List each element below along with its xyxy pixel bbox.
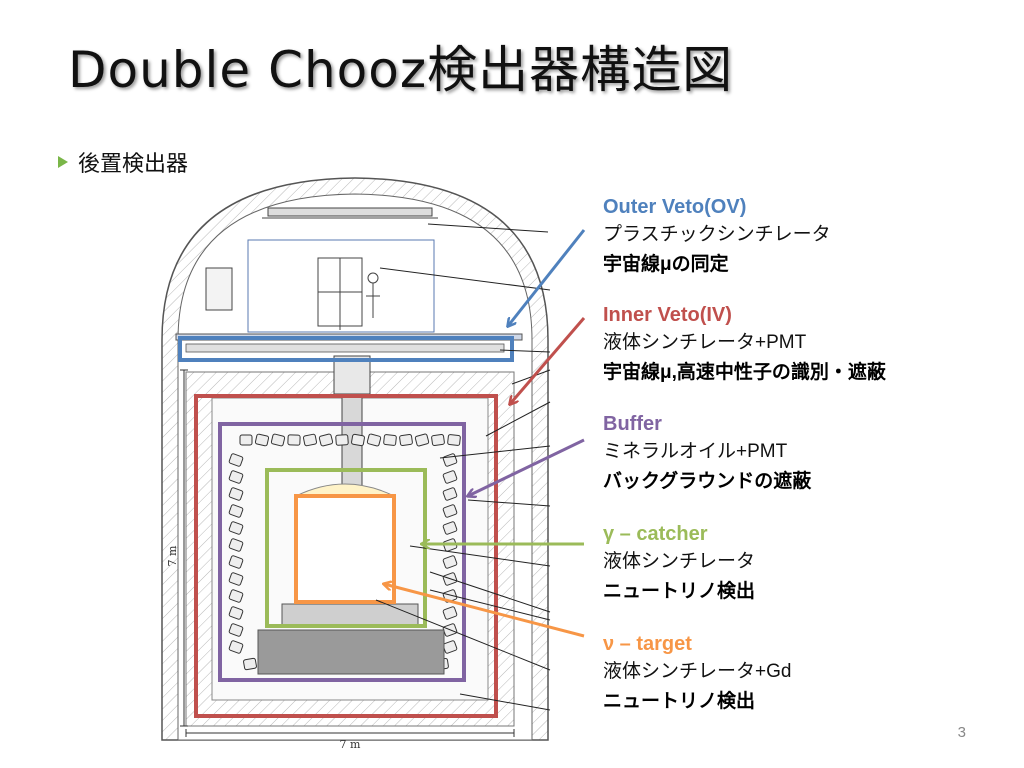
pmt-icon [399, 433, 413, 447]
pmt-icon [243, 657, 257, 671]
page-title: Double Chooz検出器構造図 [68, 41, 734, 99]
buffer-name: Buffer [603, 413, 662, 435]
pmt-icon [442, 504, 458, 518]
iv-name: Inner Veto(IV) [603, 304, 732, 326]
iv-role: 宇宙線μ,高速中性子の識別・遮蔽 [603, 362, 886, 383]
pmt-icon [254, 433, 270, 447]
iv-label: Inner Veto(IV) 液体シンチレータ+PMT 宇宙線μ,高速中性子の識… [603, 302, 886, 388]
width-dimension-label: 7 m [340, 738, 361, 751]
gamma-material: 液体シンチレータ [603, 551, 756, 572]
pmt-icon [287, 434, 301, 446]
gamma-name: γ – catcher [603, 523, 708, 545]
pmt-icon [228, 640, 244, 654]
pmt-icon [228, 504, 244, 518]
dimension-lines [180, 369, 515, 737]
pmt-icon [431, 433, 445, 447]
upper-equipment [205, 207, 438, 333]
pmt-icon [447, 434, 461, 446]
buffer-material: ミネラルオイル+PMT [603, 441, 788, 462]
buffer-role: バックグラウンドの遮蔽 [603, 471, 812, 492]
ov-name: Outer Veto(OV) [603, 196, 747, 218]
target-label: ν – target 液体シンチレータ+Gd ニュートリノ検出 [603, 631, 791, 717]
page-number: 3 [957, 724, 966, 741]
bullet-text: 後置検出器 [78, 152, 189, 177]
pmt-icon [414, 433, 430, 447]
pmt-icon [351, 433, 365, 447]
pmt-icon [228, 521, 244, 535]
pmt-icon [335, 434, 349, 446]
pmt-icon [302, 433, 318, 447]
buffer-label: Buffer ミネラルオイル+PMT バックグラウンドの遮蔽 [603, 411, 811, 497]
bullet-triangle-icon [58, 156, 68, 168]
bottom-support [257, 603, 445, 675]
pmt-icon [442, 521, 458, 535]
target-name: ν – target [603, 633, 692, 655]
ov-arrow [508, 229, 586, 326]
pmt-icon [442, 606, 458, 620]
pmt-icon [228, 589, 244, 603]
pmt-icon [228, 487, 244, 501]
pmt-icon [228, 606, 244, 620]
pmt-icon [228, 572, 244, 586]
gamma-label: γ – catcher 液体シンチレータ ニュートリノ検出 [603, 521, 755, 607]
pmt-icon [383, 434, 397, 446]
target-material: 液体シンチレータ+Gd [603, 661, 792, 682]
pmt-icon [228, 538, 244, 552]
height-dimension-label: 7 m [166, 545, 179, 566]
pmt-icon [228, 623, 244, 637]
bullet-item: 後置検出器 [58, 146, 188, 178]
ov-box [178, 336, 514, 362]
ov-material: プラスチックシンチレータ [603, 224, 831, 245]
ov-label: Outer Veto(OV) プラスチックシンチレータ 宇宙線μの同定 [603, 194, 831, 280]
gamma-role: ニュートリノ検出 [603, 581, 756, 602]
target-role: ニュートリノ検出 [603, 691, 756, 712]
ov-role: 宇宙線μの同定 [603, 254, 729, 275]
leader-lines [375, 223, 551, 711]
pmt-icon [442, 487, 458, 501]
iv-box [194, 394, 498, 718]
pmt-icon [228, 555, 244, 569]
iv-material: 液体シンチレータ+PMT [603, 332, 807, 353]
pmt-icon [228, 470, 244, 484]
pmt-icon [442, 555, 458, 569]
pmt-icon [270, 433, 286, 447]
pmt-icon [318, 433, 334, 447]
target-arrow [384, 584, 585, 638]
pmt-icon [366, 433, 382, 447]
pmt-icon [442, 470, 458, 484]
pmt-icon [228, 453, 244, 467]
iv-arrow [510, 317, 586, 404]
target-box [294, 494, 396, 604]
buffer-box [218, 422, 466, 682]
target-dome [295, 483, 395, 497]
buffer-arrow [468, 438, 585, 496]
pmt-icon [239, 434, 253, 446]
